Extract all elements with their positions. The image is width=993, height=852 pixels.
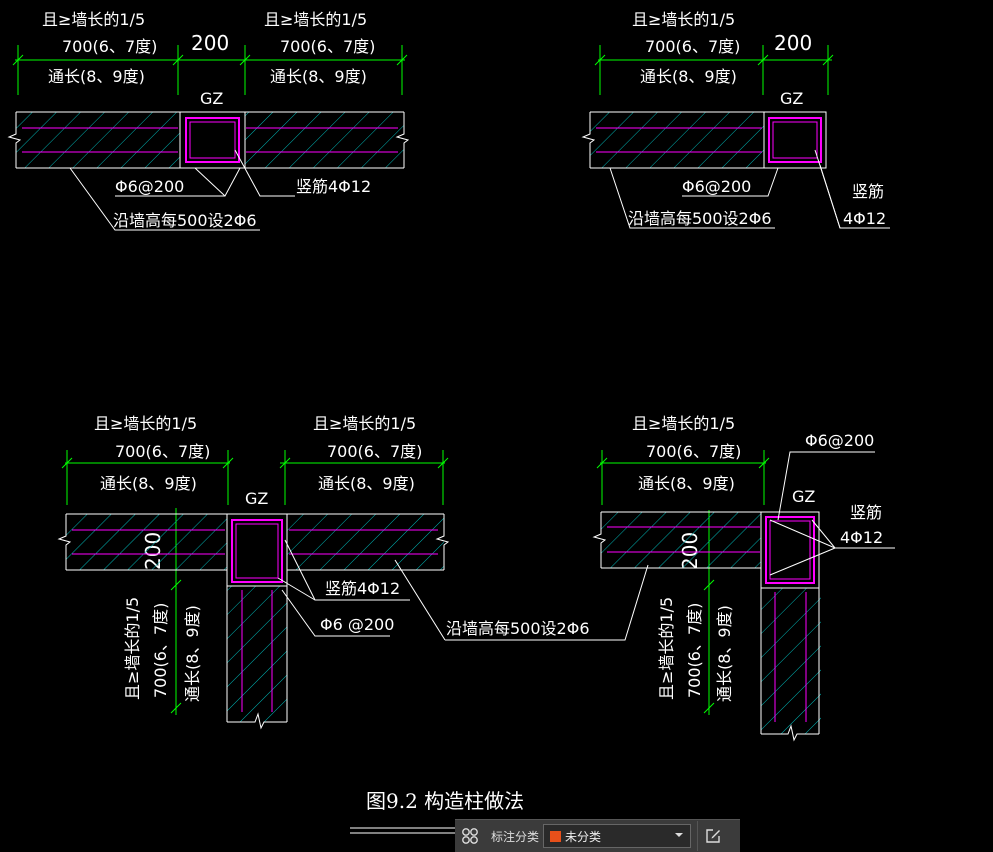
stirrup-label: Φ6@200 [805, 431, 874, 450]
vertical-bar-word: 竖筋 [852, 182, 884, 201]
vertical-bar-label: 竖筋4Φ12 [296, 177, 371, 196]
stirrup-label: Φ6@200 [115, 177, 184, 196]
stirrup-label: Φ6@200 [682, 177, 751, 196]
length-700-label: 700(6、7度) [327, 442, 422, 461]
vertical-bar-count: 4Φ12 [843, 209, 886, 228]
wall-tie-label: 沿墙高每500设2Φ6 [446, 619, 590, 638]
length-700-label: 700(6、7度) [115, 442, 210, 461]
color-swatch [550, 830, 562, 842]
min-length-label: 且≥墙长的1/5 [94, 414, 197, 433]
through-length-label: 通长(8、9度) [48, 67, 145, 86]
gz-label: GZ [245, 489, 268, 508]
chevron-down-icon [675, 833, 684, 837]
figure-caption: 图9.2 构造柱做法 [366, 789, 524, 813]
annotation-category-label: 标注分类 [491, 829, 540, 844]
through-length-label: 通长(8、9度) [638, 474, 735, 493]
length-700-label: 700(6、7度) [151, 603, 170, 698]
length-700-label: 700(6、7度) [685, 603, 704, 698]
vertical-bar-label: 竖筋4Φ12 [325, 579, 400, 598]
gz-label: GZ [780, 89, 803, 108]
length-700-label: 700(6、7度) [280, 37, 375, 56]
annotation-toolbar: 标注分类 未分类 [455, 819, 740, 852]
through-length-label: 通长(8、9度) [318, 474, 415, 493]
through-length-label: 通长(8、9度) [715, 605, 734, 702]
edit-icon[interactable] [697, 821, 728, 851]
detail-t-junction: 且≥墙长的1/5 700(6、7度) 通长(8、9度) 且≥墙长的1/5 700… [57, 414, 649, 730]
min-length-label: 且≥墙长的1/5 [632, 10, 735, 29]
dimension-lines [12, 45, 408, 95]
column-width-label: 200 [191, 31, 229, 55]
vertical-bar-word: 竖筋 [850, 503, 882, 522]
leader-lines [69, 149, 295, 231]
gz-label: GZ [200, 89, 223, 108]
category-select[interactable]: 未分类 [543, 824, 692, 848]
detail-wall-end: 且≥墙长的1/5 700(6、7度) 通长(8、9度) 200 GZ Φ6@20… [581, 10, 890, 229]
min-length-label: 且≥墙长的1/5 [313, 414, 416, 433]
wall-section [7, 111, 410, 169]
length-700-label: 700(6、7度) [645, 37, 740, 56]
through-length-label: 通长(8、9度) [640, 67, 737, 86]
min-length-label: 且≥墙长的1/5 [632, 414, 735, 433]
category-select-value: 未分类 [565, 829, 602, 844]
vertical-bar-count: 4Φ12 [840, 528, 883, 547]
min-length-label: 且≥墙长的1/5 [657, 597, 676, 700]
grid-icon[interactable] [455, 821, 485, 851]
detail-l-corner: 且≥墙长的1/5 700(6、7度) 通长(8、9度) GZ 200 Φ6@20 [592, 414, 895, 742]
stirrup-label: Φ6 @200 [320, 615, 394, 634]
min-length-label: 且≥墙长的1/5 [264, 10, 367, 29]
min-length-label: 且≥墙长的1/5 [42, 10, 145, 29]
wall-tie-label: 沿墙高每500设2Φ6 [113, 211, 257, 230]
length-700-label: 700(6、7度) [646, 442, 741, 461]
through-length-label: 通长(8、9度) [183, 605, 202, 702]
detail-straight-wall: 且≥墙长的1/5 700(6、7度) 通长(8、9度) 200 且≥墙长的1/5… [7, 10, 410, 231]
through-length-label: 通长(8、9度) [270, 67, 367, 86]
column-width-label: 200 [774, 31, 812, 55]
min-length-label: 且≥墙长的1/5 [123, 597, 142, 700]
through-length-label: 通长(8、9度) [100, 474, 197, 493]
wall-tie-label: 沿墙高每500设2Φ6 [628, 209, 772, 228]
length-700-label: 700(6、7度) [62, 37, 157, 56]
gz-label: GZ [792, 487, 815, 506]
